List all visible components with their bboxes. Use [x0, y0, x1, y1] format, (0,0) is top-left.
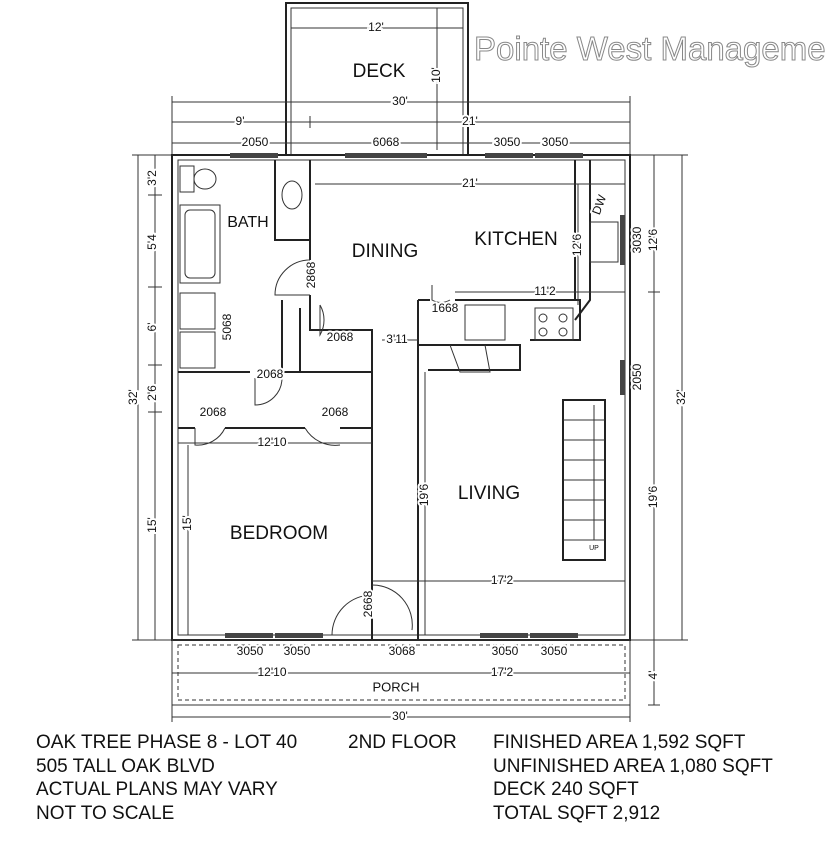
bathtub-icon — [179, 204, 221, 284]
deck-width-dim: 12' — [368, 20, 384, 34]
left-dim: 3'2 — [145, 170, 159, 186]
left-dim: 15' — [145, 517, 159, 533]
counter-dim: 11'2 — [534, 284, 556, 298]
window-label: 3030 — [630, 226, 644, 253]
refrigerator-icon — [464, 304, 506, 341]
area-summary: FINISHED AREA 1,592 SQFT UNFINISHED AREA… — [493, 731, 773, 825]
watermark: Pointe West Management — [473, 30, 827, 68]
total-area: TOTAL SQFT 2,912 — [493, 802, 661, 824]
deck-area: DECK 240 SQFT — [493, 779, 639, 800]
right-overall-dim: 32' — [674, 389, 688, 405]
window-label: 3050 — [492, 644, 519, 658]
right-dim: 12'6 — [646, 229, 660, 252]
door-swing-icon — [274, 259, 311, 296]
living-width-dim: 17'2 — [491, 573, 514, 587]
living-depth-dim: 19'6 — [417, 484, 431, 507]
room-label-dining: DINING — [352, 241, 419, 262]
property-address: 505 TALL OAK BLVD — [36, 755, 215, 777]
window-label: 3050 — [284, 644, 311, 658]
dishwasher-label: DW — [589, 192, 609, 216]
door-label: 2068 — [322, 405, 349, 419]
finished-area: FINISHED AREA 1,592 SQFT — [493, 732, 746, 753]
stairs-up-label: UP — [589, 545, 599, 552]
room-label-living: LIVING — [458, 483, 520, 504]
window-label: 6068 — [373, 135, 400, 149]
unfinished-area: UNFINISHED AREA 1,080 SQFT — [493, 755, 773, 777]
door-label: 3068 — [389, 644, 416, 658]
left-overall-dim: 32' — [126, 389, 140, 405]
room-label-kitchen: KITCHEN — [474, 229, 557, 250]
room-label-deck: DECK — [353, 61, 406, 82]
left-dim: 6' — [145, 323, 159, 332]
left-dim: 5'4 — [145, 234, 159, 250]
window-label: 3050 — [542, 135, 569, 149]
window-label: 3050 — [494, 135, 521, 149]
window-label: 3050 — [237, 644, 264, 658]
door-label: 1668 — [432, 301, 459, 315]
room-label-porch: PORCH — [373, 679, 420, 694]
range-hood-icon — [449, 344, 491, 373]
kitchen-depth-dim: 12'6 — [570, 234, 584, 257]
stove-icon — [534, 307, 574, 341]
floor-label: 2ND FLOOR — [348, 732, 457, 753]
stairs-icon — [563, 405, 605, 541]
dryer-icon — [179, 331, 216, 369]
property-name: OAK TREE PHASE 8 - LOT 40 — [36, 732, 298, 753]
left-dim: 2'6 — [145, 385, 159, 401]
hall-dim: 3'11 — [386, 332, 408, 346]
bottom-right-dim: 17'2 — [491, 665, 514, 679]
bottom-left-dim: 12'10 — [258, 665, 287, 679]
bottom-overall-dim: 30' — [392, 709, 408, 723]
washer-icon — [179, 292, 216, 330]
window-label: 3050 — [541, 644, 568, 658]
kitchen-sink-icon — [589, 221, 619, 263]
door-label: 5068 — [220, 313, 234, 340]
top-overall-dim: 30' — [392, 94, 408, 108]
door-label: 2668 — [361, 590, 375, 617]
top-left-dim: 9' — [236, 114, 245, 128]
right-dim: 19'6 — [646, 486, 660, 509]
door-label: 2068 — [200, 405, 227, 419]
door-label: 2868 — [304, 261, 318, 288]
sink-icon — [281, 180, 303, 210]
dining-width-dim: 21' — [462, 176, 478, 190]
top-right-dim: 21' — [462, 114, 478, 128]
property-info: OAK TREE PHASE 8 - LOT 40 505 TALL OAK B… — [36, 731, 297, 825]
room-label-bath: BATH — [227, 214, 268, 231]
bedroom-width-dim: 12'10 — [258, 435, 287, 449]
toilet-tank — [179, 165, 195, 193]
toilet-icon — [193, 168, 217, 190]
room-label-bedroom: BEDROOM — [230, 523, 328, 544]
door-label: 2068 — [327, 330, 354, 344]
bedroom-depth-dim: 15' — [180, 515, 194, 531]
door-label: 2068 — [257, 367, 284, 381]
disclaimer: ACTUAL PLANS MAY VARY — [36, 779, 278, 800]
window-label: 2050 — [630, 363, 644, 390]
right-dim: 4' — [646, 671, 660, 680]
window-label: 2050 — [242, 135, 269, 149]
deck-depth-dim: 10' — [429, 67, 443, 83]
scale-note: NOT TO SCALE — [36, 802, 175, 824]
